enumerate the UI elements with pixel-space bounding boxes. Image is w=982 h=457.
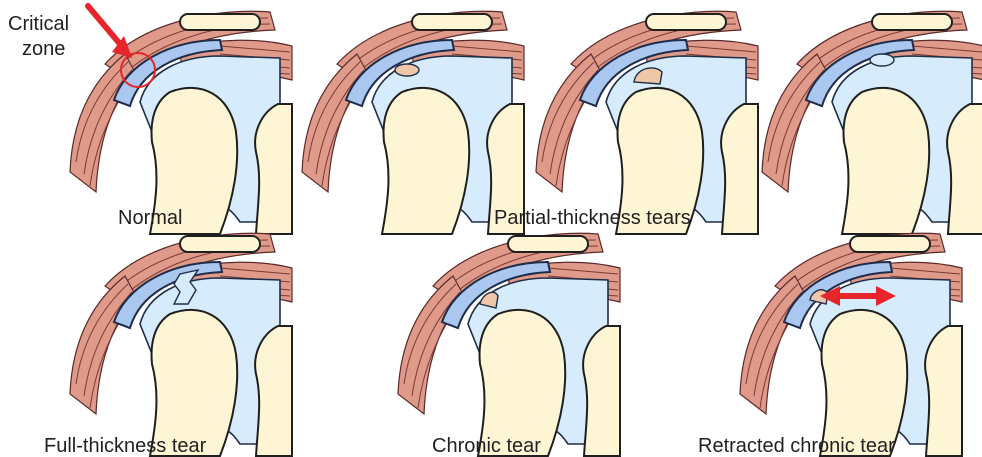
critical-zone-label-line2: zone bbox=[22, 38, 65, 60]
critical-zone-label-line1: Critical bbox=[8, 13, 69, 35]
panel-chronic bbox=[398, 233, 620, 456]
panel-retracted bbox=[740, 233, 962, 456]
panel-normal bbox=[70, 11, 292, 234]
panel-partial-intratendinous bbox=[762, 11, 982, 234]
label-partial-thickness: Partial-thickness tears bbox=[494, 207, 691, 229]
label-chronic: Chronic tear bbox=[432, 435, 541, 457]
critical-zone-arrow bbox=[88, 6, 132, 58]
label-normal: Normal bbox=[118, 207, 182, 229]
bursal-tear-defect bbox=[395, 64, 419, 76]
label-full-thickness: Full-thickness tear bbox=[44, 435, 207, 457]
panel-full-thickness bbox=[70, 233, 292, 456]
panel-partial-articular bbox=[536, 11, 758, 234]
intratendinous-tear-defect bbox=[870, 54, 894, 66]
label-retracted-chronic: Retracted chronic tear bbox=[698, 435, 895, 457]
panel-partial-bursal bbox=[302, 11, 524, 234]
